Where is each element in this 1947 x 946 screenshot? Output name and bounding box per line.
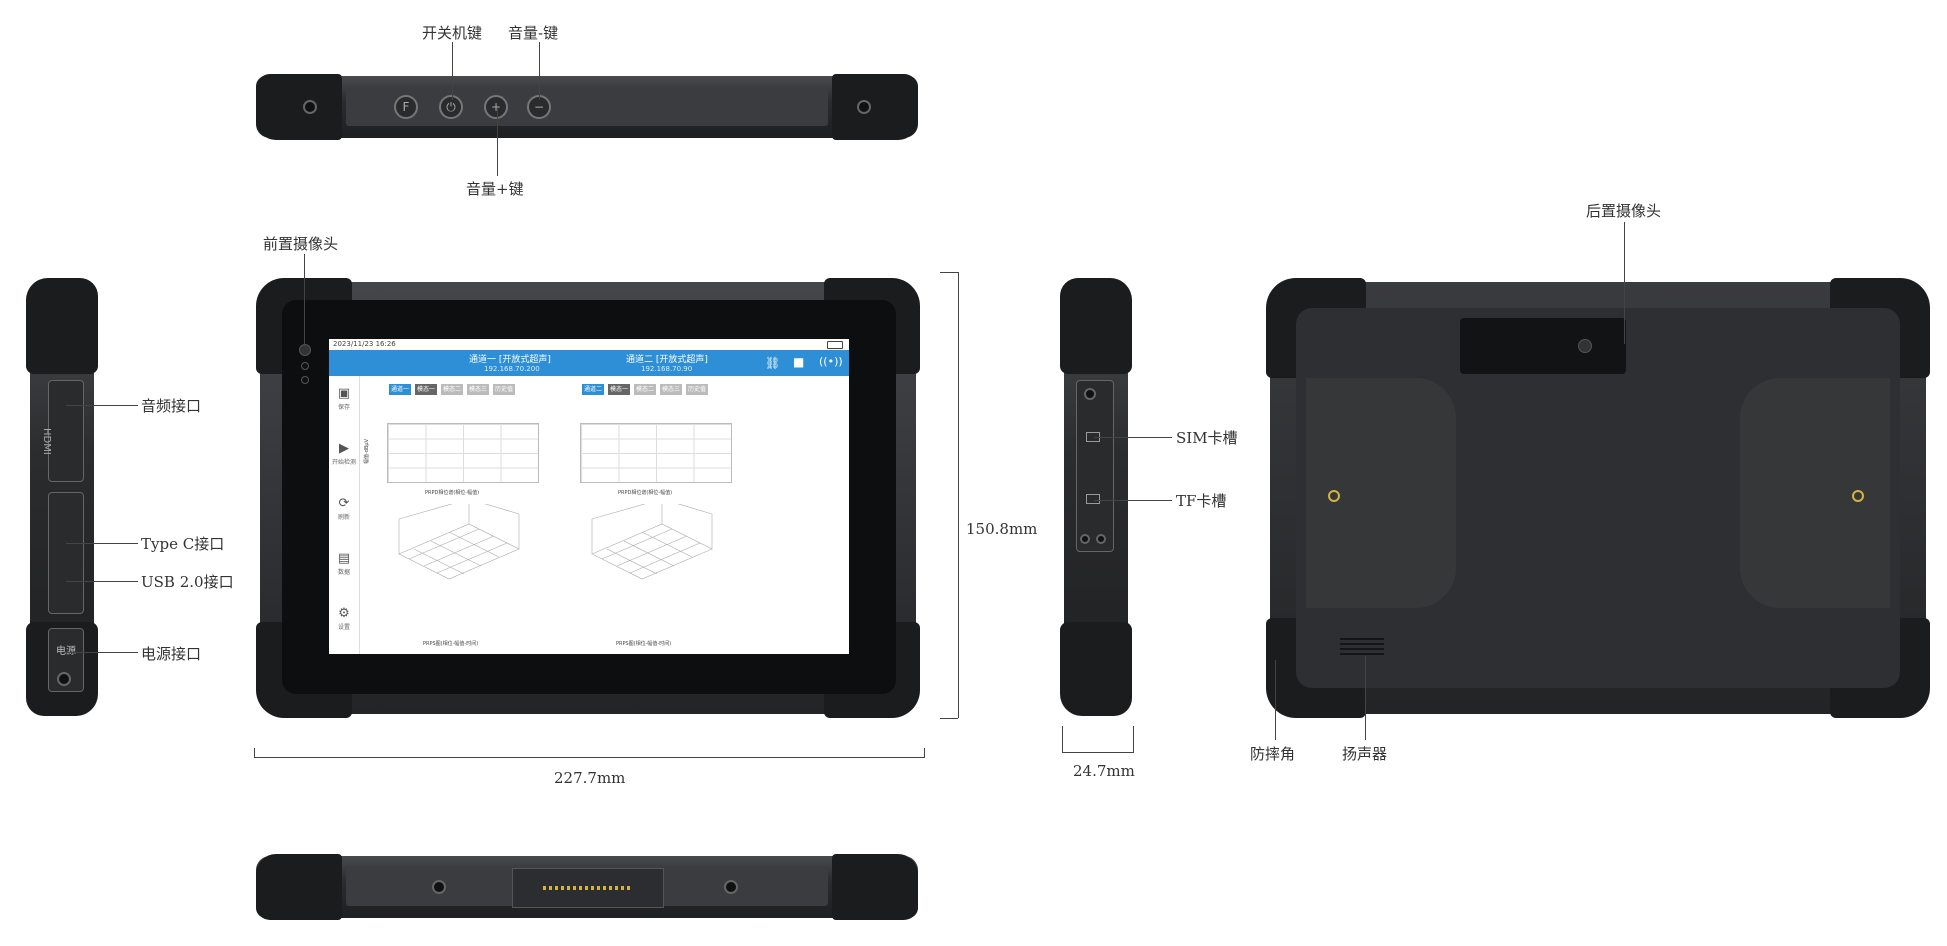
prpd-title: PRPD相位谱(相位-幅值) [425,490,480,496]
rear-camera-label: 后置摄像头 [1586,202,1662,220]
tab-channel2[interactable]: 通道二 [582,384,605,395]
channel1-title: 通道一 [开放式超声] [469,355,551,365]
channel1-ip: 192.168.70.200 [484,365,540,373]
volume-up-button[interactable]: + [484,95,508,119]
sidebar-label: 刷新 [337,514,350,521]
datetime: 2023/11/23 16:26 [333,340,396,348]
prps-title: PRPS图(相位-幅值-时间) [423,641,479,647]
sidebar-label: 数据 [337,569,350,576]
power-mark: 电源 [56,642,76,657]
tab-mode1[interactable]: 模态一 [608,384,631,395]
status-bar: 2023/11/23 16:26 [329,339,849,350]
tab-mode1[interactable]: 模态一 [415,384,438,395]
type-c-label: Type C接口 [141,535,225,553]
prpd-plot-channel2 [580,423,732,483]
rear-camera-module [1460,318,1626,374]
prps-plot-channel1 [398,504,520,580]
save-icon: ▣ [337,386,351,401]
data-icon: ▤ [337,551,351,566]
height-dimension: 150.8mm [966,520,1038,538]
rear-camera-icon [1578,339,1592,353]
speaker-label: 扬声器 [1342,745,1388,763]
channel2-title: 通道二 [开放式超声] [626,355,708,365]
hdmi-mark: HDMI [41,428,52,455]
battery-icon [827,341,843,349]
tab-channel1[interactable]: 通道一 [389,384,412,395]
power-key-label: 开关机键 [422,24,483,42]
right-side-view [1060,278,1132,716]
volume-minus-label: 音量-键 [508,24,559,42]
settings-icon: ⚙ [338,606,350,621]
usb-label: USB 2.0接口 [141,573,234,591]
pogo-pin-connector [512,868,664,908]
back-view [1266,278,1930,718]
link-icon[interactable]: ⛓ [765,356,781,370]
prps-title: PRPS图(相位-幅值-时间) [616,641,672,647]
volume-plus-label: 音量+键 [466,180,524,198]
sidebar: ▣ 保存 ▶ 开始检测 ⟳ 刷新 ▤ 数据 ⚙ 设置 [329,376,360,654]
prpd-plot-channel1 [387,423,539,483]
sidebar-item-save[interactable]: ▣ 保存 [329,386,359,411]
bumper-label: 防摔角 [1250,745,1296,763]
top-view: F ⏻ + − [256,72,918,142]
power-button[interactable]: ⏻ [439,95,463,119]
sidebar-item-data[interactable]: ▤ 数据 [329,551,359,576]
refresh-icon: ⟳ [338,496,350,511]
tab-history[interactable]: 历史值 [686,384,709,395]
header-bar: 通道一 [开放式超声] 192.168.70.200 通道二 [开放式超声] 1… [329,350,849,376]
depth-dimension-line [1062,752,1134,753]
sim-slot-label: SIM卡槽 [1176,429,1238,447]
tab-mode3[interactable]: 模态三 [467,384,490,395]
prps-plot-channel2 [591,504,713,580]
bottom-view [256,852,918,922]
function-button[interactable]: F [394,95,418,119]
tab-mode2[interactable]: 模态二 [634,384,657,395]
sidebar-item-refresh[interactable]: ⟳ 刷新 [329,496,359,521]
prpd-title: PRPD相位谱(相位-幅值) [618,490,673,496]
height-dimension-line [958,272,959,718]
tablet-screen: 2023/11/23 16:26 通道一 [开放式超声] 192.168.70.… [329,339,849,654]
sidebar-label: 保存 [337,404,350,411]
y-axis-label: 幅值-dBμV [364,438,370,464]
sidebar-label: 设置 [337,624,350,631]
tf-slot-icon [1086,494,1100,504]
sidebar-item-settings[interactable]: ⚙ 设置 [329,606,359,631]
sidebar-item-start[interactable]: ▶ 开始检测 [329,441,359,466]
left-side-view: HDMI 电源 [26,278,98,716]
audio-port-label: 音频接口 [141,397,202,415]
screw-left [1328,490,1340,502]
front-camera-icon [299,344,311,356]
sidebar-label: 开始检测 [331,459,356,466]
channel2-ip: 192.168.70.90 [641,365,693,373]
screw-right [1852,490,1864,502]
signal-icon[interactable]: ((•)) [819,355,843,368]
tf-slot-label: TF卡槽 [1176,492,1227,510]
power-port-label: 电源接口 [141,645,202,663]
speaker-grille [1340,638,1384,656]
width-dimension: 227.7mm [554,769,626,787]
tab-history[interactable]: 历史值 [493,384,516,395]
tab-mode3[interactable]: 模态三 [660,384,683,395]
play-icon: ▶ [339,441,349,456]
camera-icon[interactable]: ■ [793,355,805,369]
depth-dimension: 24.7mm [1073,762,1135,780]
front-camera-label: 前置摄像头 [263,235,339,253]
width-dimension-line [254,757,925,758]
tab-mode2[interactable]: 模态二 [441,384,464,395]
